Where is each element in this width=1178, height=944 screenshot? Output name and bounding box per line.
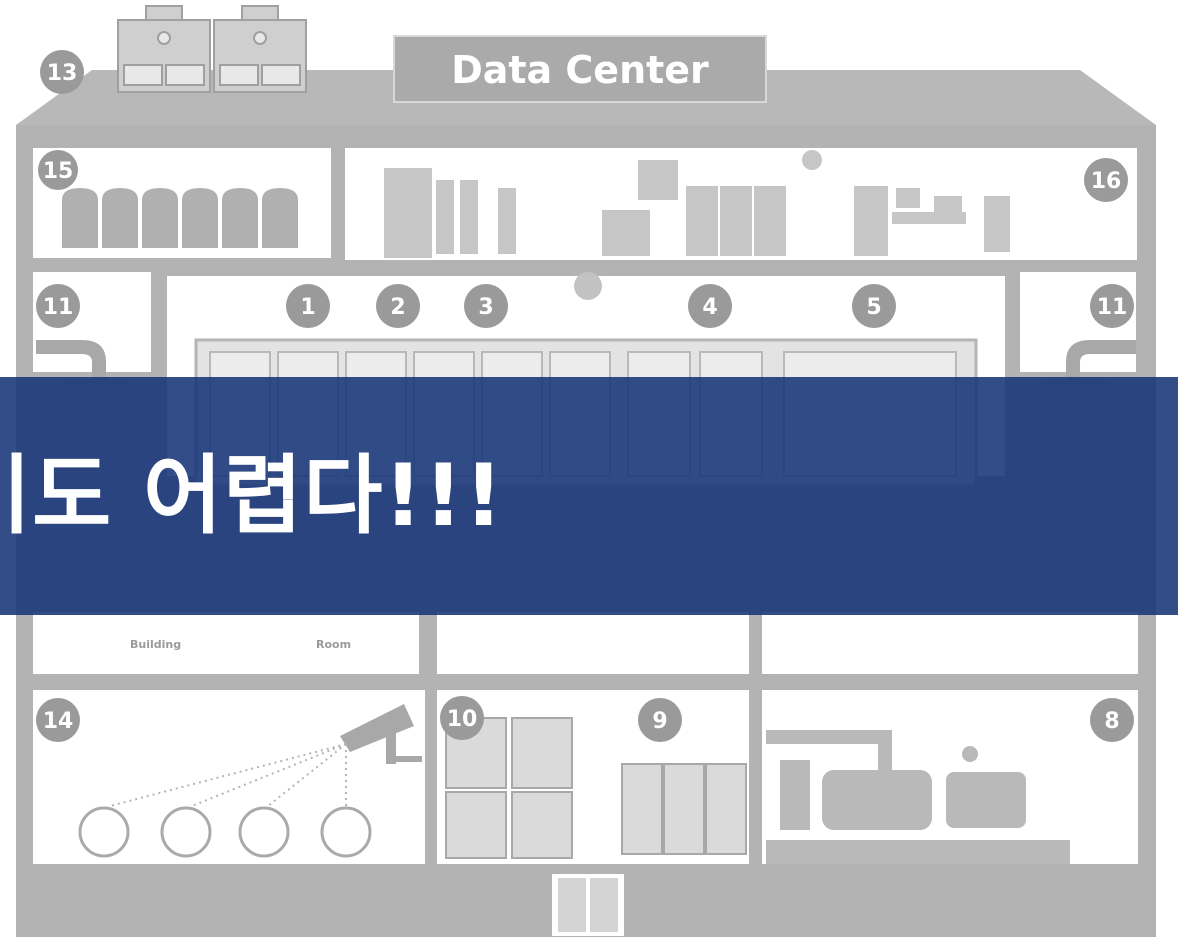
svg-text:15: 15 [43, 159, 74, 184]
svg-text:9: 9 [652, 709, 667, 734]
svg-text:13: 13 [47, 61, 78, 86]
svg-text:16: 16 [1091, 169, 1122, 194]
svg-text:11: 11 [43, 295, 74, 320]
svg-text:14: 14 [43, 709, 74, 734]
security-icons [78, 806, 372, 858]
badge-10: 10 [440, 696, 484, 740]
generator [766, 730, 1070, 864]
badge-11-left: 11 [36, 284, 80, 328]
room-security [33, 690, 425, 864]
data-center-sign [393, 35, 767, 103]
overlay-banner: 기도 어렵다!!! [0, 377, 1178, 615]
badge-16: 16 [1084, 158, 1128, 202]
svg-text:11: 11 [1097, 295, 1128, 320]
badge-13: 13 [40, 50, 84, 94]
badge-2: 2 [376, 284, 420, 328]
badge-11-right: 11 [1090, 284, 1134, 328]
room-dcim [33, 612, 419, 674]
security-rays [109, 743, 347, 807]
svg-text:2: 2 [390, 295, 405, 320]
banner-text: 기도 어렵다!!! [0, 446, 505, 546]
room-ups [762, 612, 1138, 674]
cctv-camera [340, 704, 422, 764]
dcim-room-label: Room [316, 638, 351, 651]
svg-text:4: 4 [702, 295, 717, 320]
svg-text:5: 5 [866, 295, 881, 320]
entrance-door [552, 874, 624, 936]
badge-4: 4 [688, 284, 732, 328]
badge-9: 9 [638, 698, 682, 742]
badge-15-top: 15 [38, 150, 78, 190]
office-scene [384, 150, 1010, 258]
sign-title: Data Center [451, 48, 709, 92]
svg-text:8: 8 [1104, 709, 1119, 734]
power-distribution-panels [445, 717, 747, 859]
ceiling-sensor [574, 272, 602, 300]
badge-8: 8 [1090, 698, 1134, 742]
room-chiller [437, 612, 749, 674]
badge-5: 5 [852, 284, 896, 328]
svg-text:10: 10 [447, 707, 478, 732]
svg-text:1: 1 [300, 295, 315, 320]
dcim-building-label: Building [130, 638, 181, 651]
rooftop-cooling-units [117, 5, 307, 93]
badge-3: 3 [464, 284, 508, 328]
badge-14: 14 [36, 698, 80, 742]
gas-cylinders [62, 188, 298, 248]
badge-1: 1 [286, 284, 330, 328]
svg-text:3: 3 [478, 295, 493, 320]
